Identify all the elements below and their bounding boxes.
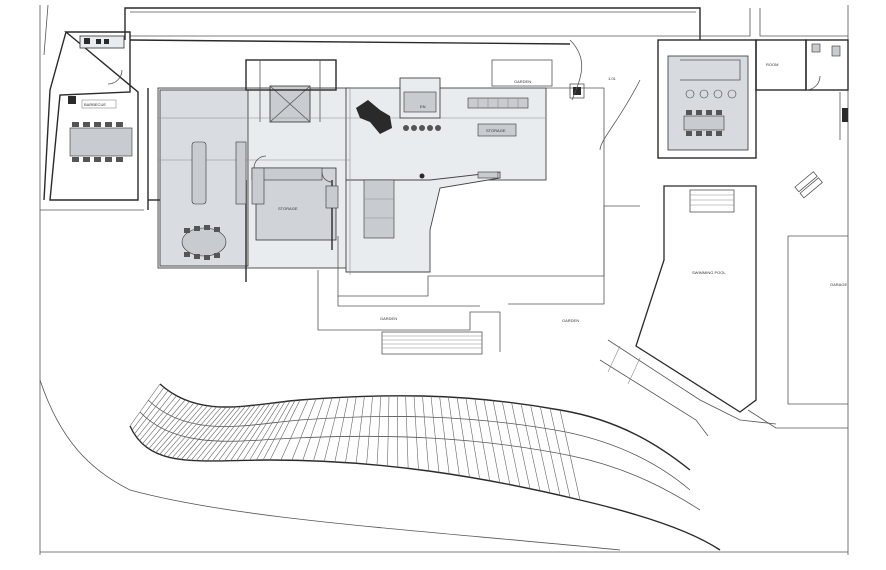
driveway-tile-line bbox=[474, 398, 491, 481]
driveway-tile-line bbox=[218, 404, 261, 462]
driveway-tile-line bbox=[291, 398, 317, 461]
driveway-tile-line bbox=[148, 401, 190, 449]
driveway-tile-line bbox=[159, 404, 204, 455]
barbecue-area: BARBECUE bbox=[43, 31, 139, 201]
driveway-tile-line bbox=[530, 405, 551, 494]
garage: GARAGE bbox=[747, 171, 848, 429]
driveway-tile-line bbox=[520, 403, 541, 491]
driveway-tile-line bbox=[334, 396, 349, 462]
driveway-tile-line bbox=[155, 403, 199, 453]
terrace: GARDEN GARDEN GARDEN 1.01 bbox=[317, 39, 641, 355]
curved-driveway bbox=[129, 383, 721, 551]
kitchen-island bbox=[191, 141, 207, 205]
driveway-tile-line bbox=[139, 395, 177, 442]
driveway-tile-line bbox=[129, 383, 161, 427]
driveway-tile-line bbox=[262, 400, 296, 461]
driveway-tile-line bbox=[405, 395, 409, 469]
drawing-border bbox=[39, 5, 849, 555]
swimming-pool: SWIMMING POOL bbox=[599, 185, 777, 437]
driveway-tile-line bbox=[185, 406, 232, 461]
driveway-tile-line bbox=[151, 402, 195, 452]
driveway-tile-line bbox=[224, 403, 266, 461]
driveway-tile-line bbox=[422, 395, 430, 472]
garage-label: GARAGE bbox=[830, 282, 847, 287]
garden-label-bottom-left: GARDEN bbox=[380, 316, 397, 321]
code-label: 1.01 bbox=[608, 76, 617, 81]
driveway-tile-line bbox=[448, 396, 460, 476]
driveway-tile-line bbox=[236, 402, 276, 461]
driveway-tile-line bbox=[230, 403, 271, 461]
driveway-tile-line bbox=[196, 406, 241, 461]
driveway-tile-line bbox=[313, 397, 333, 461]
driveway-tile-line bbox=[492, 400, 511, 485]
driveway-tile-line bbox=[201, 405, 246, 462]
driveway-tile-line bbox=[511, 402, 531, 489]
driveway-tile-line bbox=[456, 397, 470, 478]
driveway-tile-line bbox=[465, 398, 480, 480]
lounge-chairs bbox=[794, 171, 823, 199]
barbecue-table bbox=[69, 127, 133, 157]
driveway-tile-line bbox=[280, 399, 309, 461]
driveway-tile-line bbox=[212, 404, 256, 462]
driveway-tile-line bbox=[142, 397, 182, 444]
grand-piano bbox=[356, 100, 392, 134]
driveway-tile-line bbox=[559, 409, 581, 501]
driveway-tile-line bbox=[163, 405, 208, 456]
driveway-tile-line bbox=[242, 401, 281, 461]
long-table bbox=[363, 179, 395, 239]
driveway-tile-line bbox=[549, 408, 571, 498]
driveway-tile-line bbox=[501, 401, 521, 487]
driveway-tile-line bbox=[302, 398, 325, 461]
storage-label-a: STORAGE bbox=[486, 128, 506, 133]
barbecue-label: BARBECUE bbox=[84, 102, 106, 107]
driveway-tile-line bbox=[190, 406, 237, 461]
driveway-tiles bbox=[129, 383, 581, 501]
site-outlines bbox=[39, 209, 621, 551]
driveway-tile-line bbox=[413, 395, 419, 470]
driveway-tile-line bbox=[171, 406, 218, 459]
driveway-tile-line bbox=[355, 396, 365, 464]
driveway-tile-line bbox=[366, 396, 373, 465]
driveway-tile-line bbox=[323, 397, 341, 462]
en-label: EN bbox=[420, 104, 426, 109]
driveway-tile-line bbox=[134, 390, 169, 435]
driveway-tile-line bbox=[345, 396, 357, 463]
driveway-tile-line bbox=[176, 406, 222, 460]
driveway-tile-line bbox=[167, 406, 213, 458]
garden-label-bottom-right: GARDEN bbox=[562, 318, 579, 323]
swimming-pool-label: SWIMMING POOL bbox=[692, 270, 726, 275]
driveway-tile-line bbox=[430, 396, 440, 473]
driveway-tile-line bbox=[256, 400, 291, 461]
pool-house: ROOM bbox=[657, 39, 849, 159]
annex-table bbox=[683, 115, 725, 131]
driveway-tile-line bbox=[206, 405, 251, 462]
driveway-tile-line bbox=[269, 399, 301, 461]
driveway-tile-line bbox=[145, 399, 186, 447]
storage-label-b: STORAGE bbox=[278, 206, 298, 211]
front-steps bbox=[381, 331, 483, 355]
driveway-tile-line bbox=[396, 395, 399, 468]
driveway-tile-line bbox=[387, 395, 390, 467]
site-boundary bbox=[43, 4, 848, 56]
furniture: EN STORAGE STORAGE bbox=[181, 77, 529, 260]
driveway-tile-line bbox=[249, 401, 286, 461]
driveway-tile-line bbox=[136, 393, 173, 438]
driveway-tile-line bbox=[131, 387, 165, 431]
room-label: ROOM bbox=[766, 62, 778, 67]
driveway-tile-line bbox=[439, 396, 450, 474]
driveway-tile-line bbox=[181, 406, 227, 460]
driveway-tile-line bbox=[539, 406, 561, 496]
garden-label-top: GARDEN bbox=[514, 79, 531, 84]
driveway-tile-line bbox=[376, 395, 382, 466]
driveway-tile-line bbox=[483, 399, 501, 483]
